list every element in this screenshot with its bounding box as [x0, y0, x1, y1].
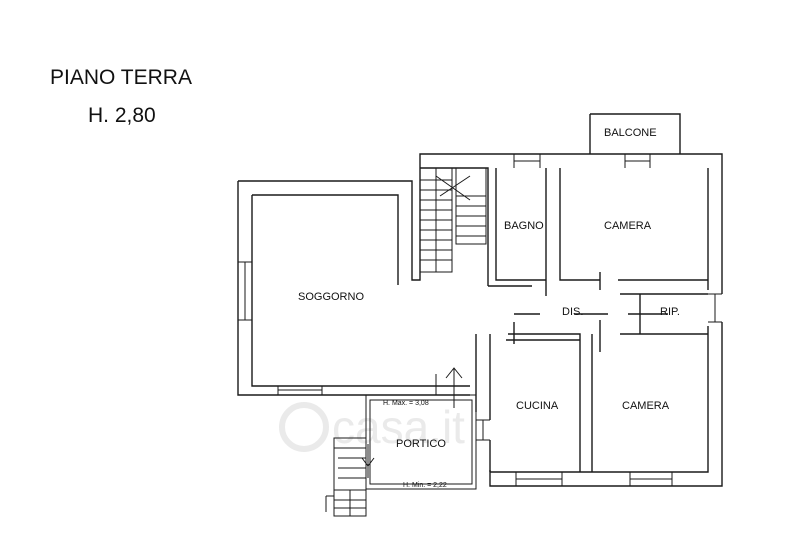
watermark: casa.it: [279, 401, 465, 453]
room-label-dis: DIS.: [562, 306, 583, 318]
watermark-text: casa.it: [332, 401, 465, 453]
outer-walls: [237, 113, 723, 487]
exterior-staircase: [325, 437, 375, 517]
room-label-soggorno: SOGGORNO: [298, 291, 364, 303]
interior-walls: [420, 167, 708, 472]
room-label-portico: PORTICO: [396, 438, 446, 450]
room-label-cucina: CUCINA: [516, 400, 559, 412]
windows: [238, 154, 722, 486]
interior-staircase: [419, 167, 487, 273]
room-label-camera-bottom: CAMERA: [622, 400, 670, 412]
room-label-balcone: BALCONE: [604, 127, 657, 139]
room-label-bagno: BAGNO: [504, 220, 544, 232]
room-label-rip: RIP.: [660, 306, 680, 318]
note-h-max: H. Max. = 3,08: [383, 400, 429, 407]
plan-height: H. 2,80: [88, 104, 156, 127]
note-h-min: H. Min. = 2,22: [403, 482, 447, 489]
plan-title: PIANO TERRA: [50, 66, 192, 89]
room-label-camera-top: CAMERA: [604, 220, 652, 232]
